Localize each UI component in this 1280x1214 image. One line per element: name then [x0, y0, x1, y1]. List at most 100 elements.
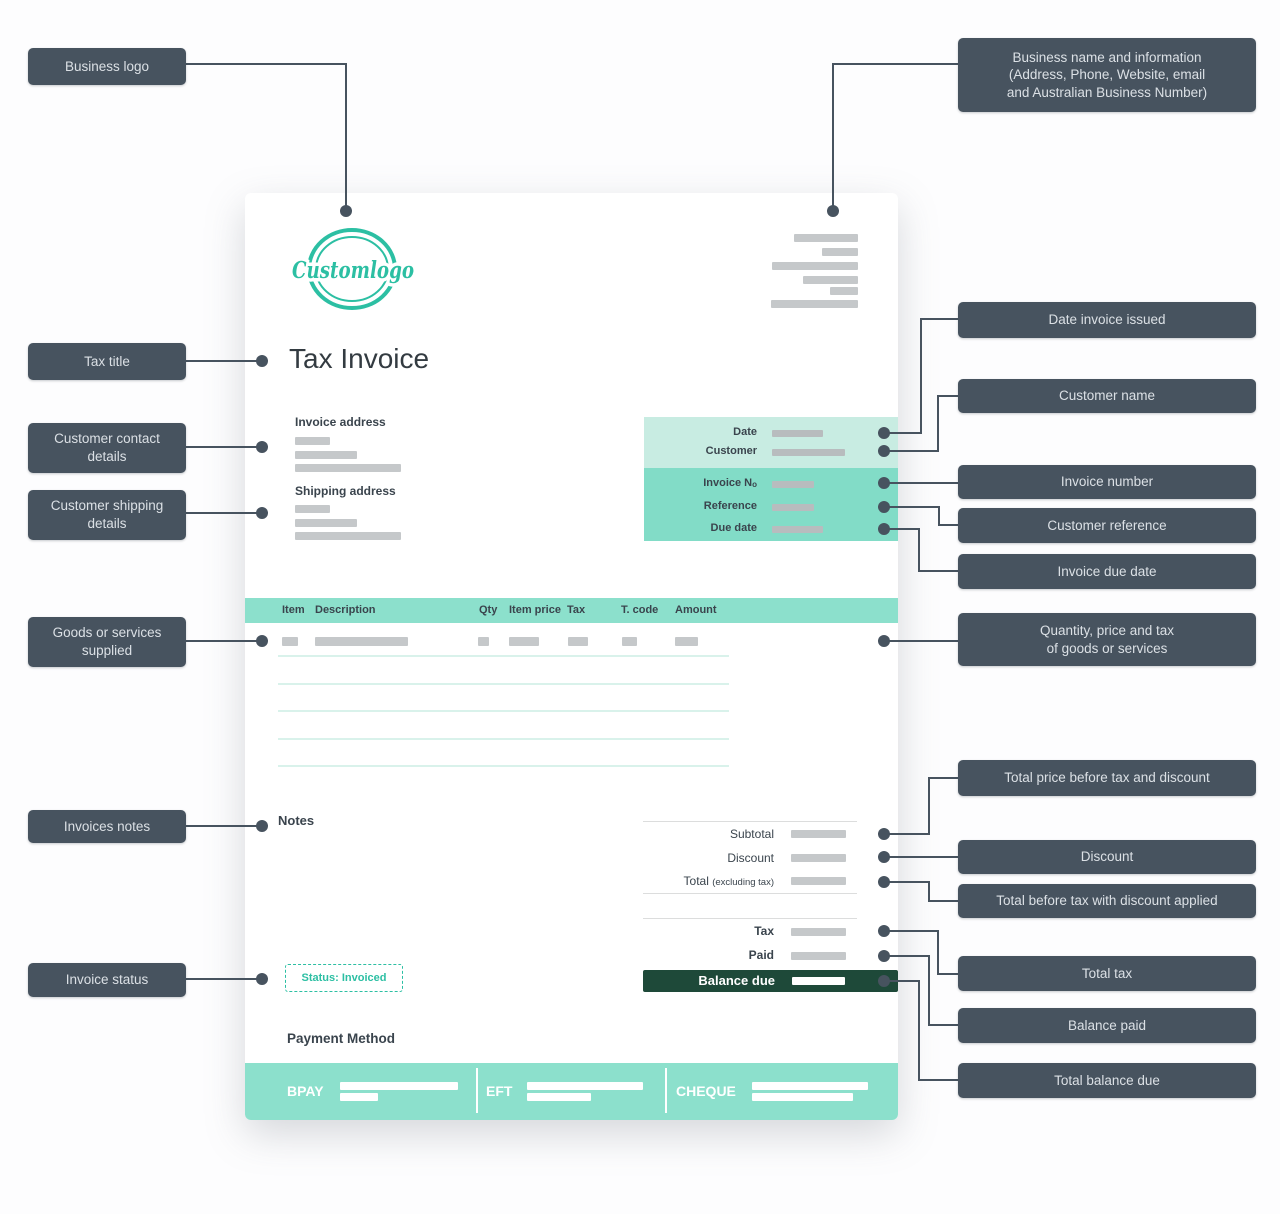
due-date-value-bar	[772, 526, 823, 533]
col-item-price: Item price	[509, 604, 561, 616]
callout-total-tax: Total tax	[958, 956, 1256, 991]
table-row-line	[278, 765, 729, 767]
paid-value-bar	[791, 952, 846, 960]
col-qty: Qty	[479, 604, 498, 616]
items-table-header: Item Description Qty Item price Tax T. c…	[245, 598, 898, 623]
reference-label: Reference	[703, 500, 757, 512]
description-cell-bar	[315, 637, 408, 646]
callout-qty-price-tax: Quantity, price and tax of goods or serv…	[958, 613, 1256, 666]
business-logo-icon: Customlogo	[289, 228, 418, 310]
col-item: Item	[282, 604, 305, 616]
callout-total-with-discount: Total before tax with discount applied	[958, 884, 1256, 918]
col-t-code: T. code	[621, 604, 659, 616]
notes-label: Notes	[278, 813, 315, 828]
table-row-line	[278, 655, 729, 657]
invoice-address-bar	[295, 437, 330, 445]
tcode-cell-bar	[622, 637, 637, 646]
customer-label: Customer	[705, 445, 757, 457]
callout-customer-contact: Customer contact details	[28, 423, 186, 473]
balance-due-label: Balance due	[698, 973, 775, 988]
business-logo-text: Customlogo	[292, 257, 414, 284]
totals-divider	[643, 893, 857, 894]
business-info-bar	[771, 300, 858, 308]
invoice-address-bar	[295, 464, 401, 472]
table-row-line	[278, 683, 729, 685]
tax-cell-bar	[568, 637, 588, 646]
callout-customer-name: Customer name	[958, 379, 1256, 413]
totals-divider	[643, 918, 857, 919]
reference-value-bar	[772, 504, 814, 511]
balance-due-value-bar	[792, 977, 845, 985]
business-info-bar	[772, 262, 858, 270]
bpay-detail-bar	[340, 1082, 458, 1090]
callout-business-name-info: Business name and information (Address, …	[958, 38, 1256, 112]
invoice-no-label-text: Invoice N	[703, 477, 753, 489]
cheque-detail-bar	[752, 1093, 853, 1101]
total-label-text: Total	[683, 874, 709, 888]
date-label: Date	[733, 426, 757, 438]
discount-value-bar	[791, 854, 846, 862]
qty-cell-bar	[478, 637, 489, 646]
invoice-address-bar	[295, 451, 357, 459]
business-info-bar	[803, 276, 858, 284]
balance-due-bar: Balance due	[643, 970, 898, 992]
col-description: Description	[315, 604, 376, 616]
callout-line: Business name and information	[1012, 49, 1202, 65]
amount-cell-bar	[675, 637, 698, 646]
subtotal-label: Subtotal	[729, 827, 774, 841]
eft-detail-bar	[527, 1093, 591, 1101]
item-cell-bar	[282, 637, 298, 646]
bpay-detail-bar	[340, 1093, 378, 1101]
callout-customer-reference: Customer reference	[958, 508, 1256, 543]
callout-date-issued: Date invoice issued	[958, 302, 1256, 338]
bpay-label: BPAY	[287, 1083, 324, 1099]
shipping-address-label: Shipping address	[295, 484, 396, 498]
invoice-meta-panel-top	[644, 417, 898, 468]
callout-line: (Address, Phone, Website, email	[1008, 67, 1206, 83]
invoice-meta-panel-bottom	[644, 468, 898, 541]
invoice-document: Customlogo Tax Invoice Invoice address S…	[245, 193, 898, 1120]
invoice-title: Tax Invoice	[289, 343, 430, 374]
callout-total-before-tax-discount: Total price before tax and discount	[958, 760, 1256, 796]
eft-detail-bar	[527, 1082, 643, 1090]
paid-label: Paid	[748, 948, 774, 962]
business-info-bar	[794, 234, 858, 242]
shipping-address-bar	[295, 519, 357, 527]
connector-business-name	[832, 63, 958, 211]
total-label-suffix: (excluding tax)	[712, 877, 774, 888]
total-excl-value-bar	[791, 877, 846, 885]
totals-divider	[643, 821, 857, 822]
invoice-address-label: Invoice address	[295, 415, 386, 429]
callout-customer-shipping: Customer shipping details	[28, 490, 186, 540]
table-row-line	[278, 738, 729, 740]
tax-label: Tax	[754, 924, 774, 938]
status-badge: Status: Invoiced	[285, 964, 403, 992]
price-cell-bar	[509, 637, 539, 646]
invoice-no-label-suffix: o	[752, 480, 757, 489]
cheque-label: CHEQUE	[676, 1083, 736, 1099]
discount-label: Discount	[727, 851, 774, 865]
col-tax: Tax	[567, 604, 586, 616]
eft-label: EFT	[486, 1083, 513, 1099]
business-info-bar	[830, 287, 858, 295]
invoice-no-label: Invoice No	[703, 477, 757, 489]
total-excl-label: Total (excluding tax)	[684, 874, 774, 888]
callout-invoice-due-date: Invoice due date	[958, 554, 1256, 589]
shipping-address-bar	[295, 532, 401, 540]
callout-business-logo: Business logo	[28, 48, 186, 85]
business-info-bar	[822, 248, 858, 256]
payment-method-heading: Payment Method	[287, 1031, 396, 1046]
callout-invoice-number: Invoice number	[958, 465, 1256, 499]
callout-total-balance-due: Total balance due	[958, 1063, 1256, 1098]
table-row-line	[278, 710, 729, 712]
due-date-label: Due date	[710, 522, 757, 534]
callout-line: of goods or services	[1046, 640, 1168, 656]
payment-divider	[665, 1068, 667, 1113]
callout-invoice-notes: Invoices notes	[28, 810, 186, 843]
callout-tax-title: Tax title	[28, 343, 186, 380]
payment-divider	[476, 1068, 478, 1113]
date-value-bar	[772, 430, 823, 437]
callout-discount: Discount	[958, 840, 1256, 874]
connector-business-logo	[186, 63, 347, 211]
